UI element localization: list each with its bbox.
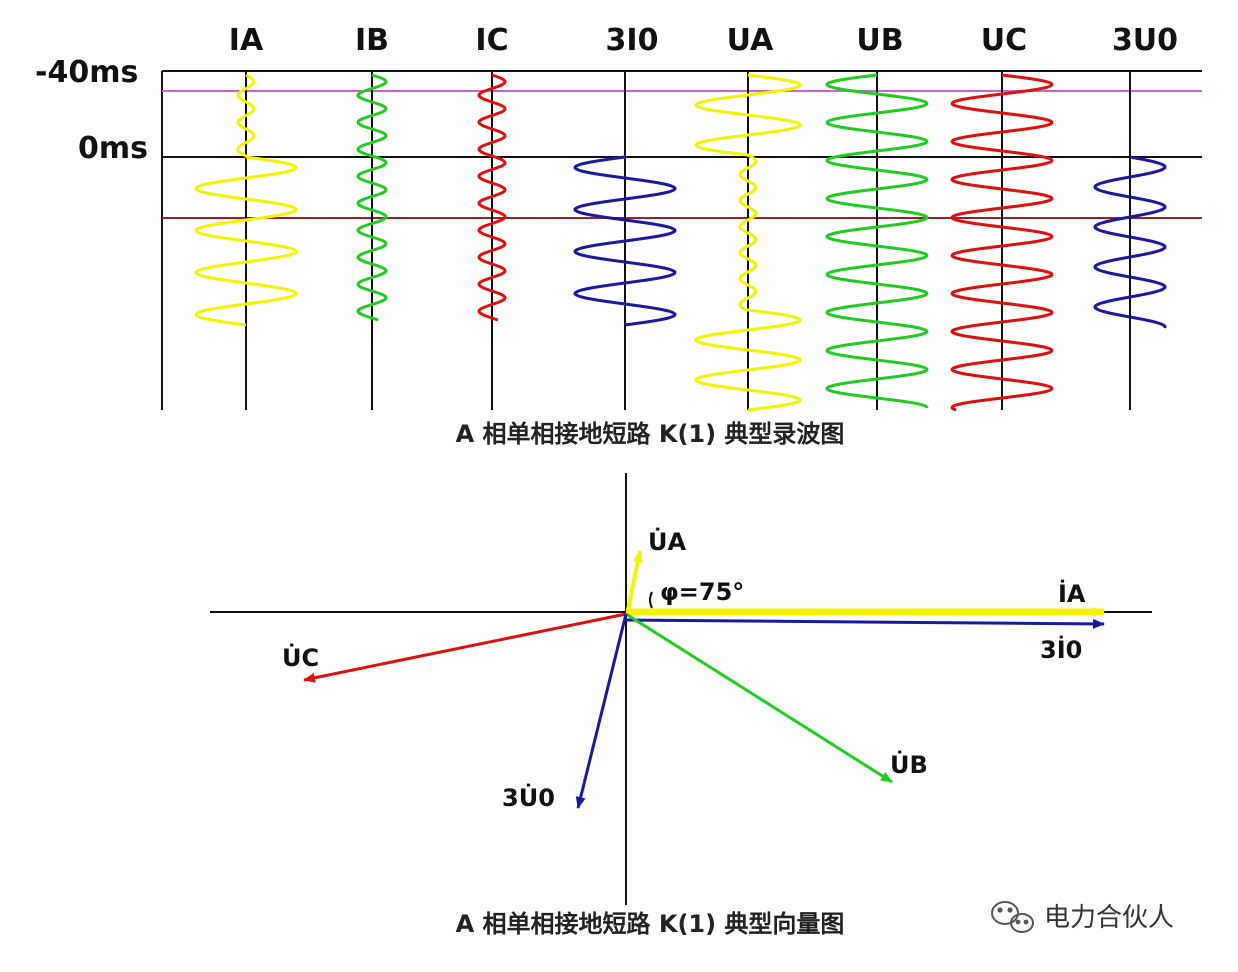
phasor-caption: A 相单相接地短路 K(1) 典型向量图 [456, 910, 845, 938]
channel-3i0: 3I0 [573, 23, 677, 410]
waveform-ia [194, 73, 298, 327]
vector-label-ub: U̇B [890, 751, 928, 779]
channel-uc: UC [950, 23, 1054, 412]
waveform-ib [356, 73, 388, 322]
vector-label-3i0: 3İ0 [1040, 635, 1082, 664]
waveform-section: -40ms 0ms IA IB IC 3I0 UA [35, 23, 1202, 448]
channel-ub: UB [825, 23, 929, 410]
waveform-caption: A 相单相接地短路 K(1) 典型录波图 [456, 420, 845, 448]
channel-label-3u0: 3U0 [1112, 23, 1178, 58]
vector-uc [303, 612, 627, 683]
channel-label-ib: IB [355, 23, 389, 58]
channel-ib: IB [355, 23, 389, 410]
waveform-uc [950, 73, 1054, 412]
channel-label-ua: UA [727, 23, 774, 58]
channel-ua: UA [694, 23, 802, 412]
waveform-3u0 [1093, 155, 1167, 329]
vector-3i0 [625, 618, 1105, 629]
vector-label-ia: İA [1058, 579, 1086, 608]
angle-arc [649, 591, 653, 609]
vector-ua [626, 550, 643, 611]
channel-ia: IA [194, 23, 298, 410]
vector-label-ua: U̇A [648, 528, 686, 556]
time-label-neg40: -40ms [35, 55, 138, 90]
waveform-ub [825, 73, 929, 409]
waveform-ic [477, 73, 507, 322]
vector-label-3u0: 3U̇0 [502, 784, 555, 812]
channel-label-uc: UC [981, 23, 1027, 58]
watermark: 电力合伙人 [991, 901, 1174, 933]
channel-label-ic: IC [475, 23, 508, 58]
channel-ic: IC [475, 23, 509, 410]
time-label-zero: 0ms [78, 131, 148, 166]
waveform-3i0 [573, 155, 677, 327]
channel-3u0: 3U0 [1093, 23, 1178, 410]
phasor-section: U̇A İA 3İ0 U̇B U̇C 3U̇0 φ=75° A 相单相接地短路 … [210, 473, 1152, 938]
wechat-icon [991, 901, 1034, 933]
channel-label-3i0: 3I0 [606, 23, 659, 58]
channel-label-ub: UB [856, 23, 903, 58]
waveform-ua [694, 73, 802, 412]
watermark-text: 电力合伙人 [1044, 903, 1174, 933]
vector-label-uc: U̇C [282, 644, 319, 672]
vector-3u0 [575, 613, 628, 809]
channel-label-ia: IA [229, 23, 264, 58]
angle-label: φ=75° [660, 578, 744, 606]
vector-ub [625, 612, 893, 784]
